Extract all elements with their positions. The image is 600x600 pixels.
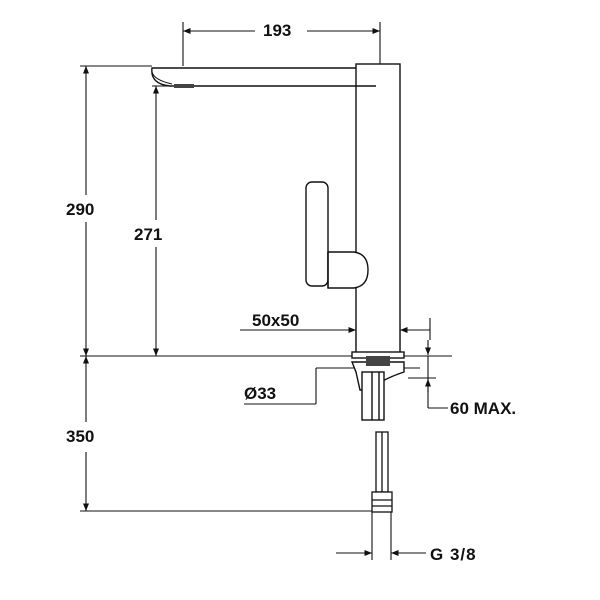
label-hole-diameter: Ø33	[244, 384, 277, 403]
hose-connector	[371, 491, 393, 513]
column	[355, 63, 401, 357]
lever-handle	[305, 181, 329, 287]
spout	[151, 67, 377, 87]
label-spout-height: 271	[134, 225, 163, 244]
label-connection: G 3/8	[430, 545, 477, 564]
faucet-body	[151, 63, 405, 421]
dimension-connection	[336, 512, 426, 560]
threaded-shank	[361, 371, 385, 421]
label-spout-reach: 193	[263, 21, 292, 40]
dimension-total-height	[80, 65, 152, 356]
label-base-size: 50x50	[252, 311, 300, 330]
label-hose-length: 350	[66, 427, 95, 446]
dimension-max-thickness	[408, 340, 448, 409]
supply-hose	[371, 431, 393, 513]
dimension-reach	[182, 22, 381, 66]
handle-body	[327, 251, 369, 289]
dimension-spout-height	[152, 85, 188, 356]
label-max-thickness: 60 MAX.	[450, 399, 517, 418]
dimension-hose-length	[80, 356, 390, 512]
label-total-height: 290	[66, 200, 95, 219]
